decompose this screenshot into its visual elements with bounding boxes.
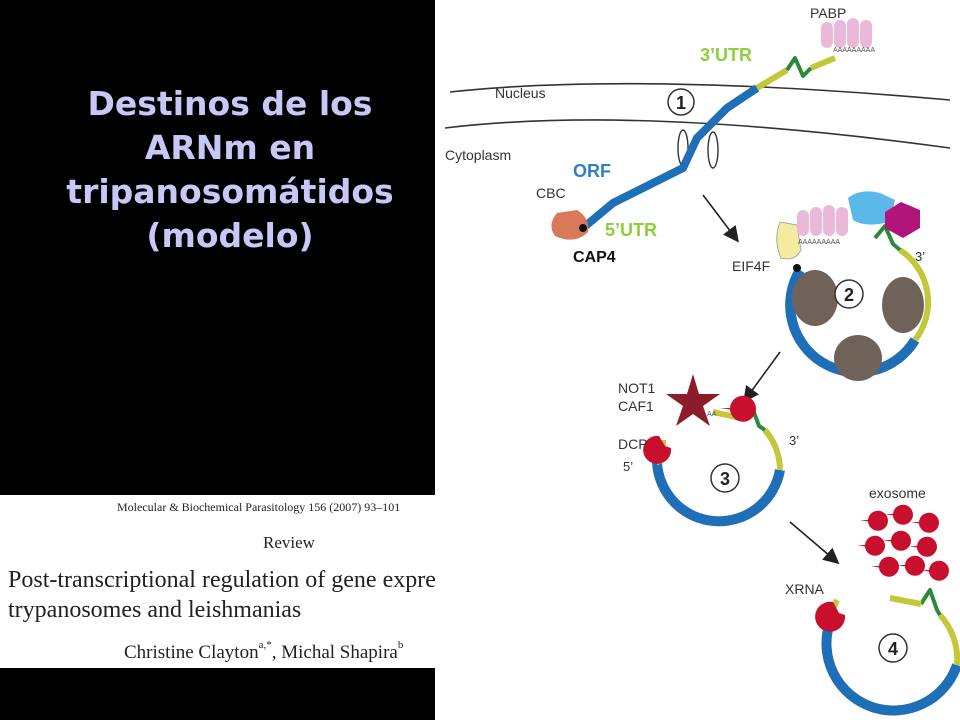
cytoplasm-label: Cytoplasm (445, 147, 511, 163)
ribosome-left (792, 270, 838, 326)
ribosome-right (882, 277, 924, 333)
author-2-affiliation: b (397, 639, 404, 651)
title-panel: Destinos de los ARNm en tripanosomátidos… (0, 0, 435, 495)
cap-dot-2 (793, 264, 801, 272)
xrna-enzyme (815, 601, 846, 632)
utr5-annotation: 5’UTR (605, 220, 657, 240)
not1-caf1-complex (666, 374, 720, 426)
nuclear-pore-right (707, 131, 719, 169)
paper-title: Post-transcriptional regulation of gene … (8, 567, 510, 623)
step-3-number: 3 (720, 469, 730, 489)
step-2-marker (834, 279, 864, 309)
mrna-step-3: 3 AA (643, 374, 785, 527)
orf-annotation: ORF (573, 161, 611, 181)
dcp-label: DCP (618, 436, 648, 452)
ribosome-bottom (834, 335, 882, 381)
mrna-fate-diagram: Nucleus Cytoplasm AAAAAAAAA PABP CBC 1 3… (435, 0, 960, 720)
mrna-step-1: AAAAAAAAA (551, 18, 875, 240)
arrow-step-2-to-3 (743, 351, 781, 403)
xrna-label: XRNA (785, 581, 825, 597)
author-separator: , (271, 642, 282, 663)
journal-reference: Molecular & Biochemical Parasitology 156… (117, 500, 401, 514)
mrna-step-2: 2 AAAAAAAAA (776, 191, 932, 381)
exosome-complex (857, 504, 949, 581)
diagram-svg: Nucleus Cytoplasm AAAAAAAAA PABP CBC 1 3… (444, 5, 960, 716)
pabp-complex-2 (797, 205, 848, 236)
author-2: Michal Shapira (281, 642, 398, 663)
cap4-annotation: CAP4 (573, 249, 616, 266)
dcp-enzyme (643, 435, 672, 464)
eif4e-subunit (885, 202, 920, 238)
authors: Christine Claytona,*, Michal Shapirab (124, 639, 404, 664)
slide-title: Destinos de los ARNm en tripanosomátidos… (66, 84, 394, 255)
step-4-marker (878, 633, 908, 663)
arrow-step-1-to-2 (702, 194, 739, 243)
step-4-number: 4 (888, 639, 898, 659)
poly-a-tail-2: AAAAAAAAA (798, 239, 840, 246)
exosome-label: exosome (869, 485, 926, 501)
author-1: Christine Clayton (124, 642, 259, 663)
three-prime-label-3: 3’ (789, 433, 799, 448)
step-2-number: 2 (844, 285, 854, 305)
arrow-step-3-to-4 (789, 521, 840, 565)
five-prime-label-3: 5’ (623, 459, 633, 474)
three-prime-label-2: 3’ (915, 249, 925, 264)
step-1-marker (667, 88, 695, 116)
not1-label: NOT1 (618, 380, 656, 396)
article-type: Review (263, 533, 315, 552)
cbc-label: CBC (536, 185, 566, 201)
author-1-affiliation: a,* (258, 639, 272, 651)
nucleus-label: Nucleus (495, 85, 546, 101)
caf1-exonuclease (720, 395, 756, 422)
poly-a-remnant: AA (707, 411, 717, 418)
nuclear-envelope (444, 82, 951, 169)
eif4f-label: EIF4F (732, 258, 770, 274)
eif4g-subunit (848, 191, 895, 225)
pabp-label: PABP (810, 5, 846, 21)
pabp-complex (821, 18, 872, 48)
step-1-number: 1 (676, 93, 686, 113)
caf1-label: CAF1 (618, 398, 654, 414)
poly-a-tail-1: AAAAAAAAA (833, 47, 875, 54)
mrna-step-4: 4 (815, 588, 960, 716)
step-3-marker (710, 463, 740, 493)
utr3-annotation: 3’UTR (700, 45, 752, 65)
cbc-complex (551, 210, 589, 240)
cap4-dot (579, 224, 587, 232)
eif4-subunit (776, 221, 802, 260)
